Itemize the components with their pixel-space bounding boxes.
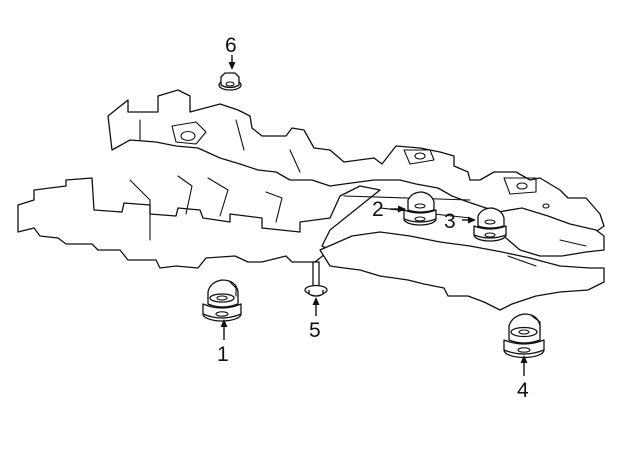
part-6-flange-nut[interactable] — [218, 72, 242, 91]
callout-4[interactable]: 4 — [517, 379, 529, 402]
callout-5[interactable]: 5 — [309, 319, 321, 342]
part-3-body-mount-cushion[interactable] — [473, 207, 507, 242]
body-mount-bushing-icon — [202, 279, 242, 322]
mount-bolt-icon — [304, 261, 328, 297]
body-mount-cushion-icon — [403, 191, 437, 226]
callout-6[interactable]: 6 — [225, 34, 237, 57]
callout-1[interactable]: 1 — [217, 343, 229, 366]
body-mount-cushion-icon — [473, 207, 507, 242]
left-side-rail — [17, 177, 381, 269]
part-4-body-mount-bushing[interactable] — [503, 313, 545, 359]
callout-3[interactable]: 3 — [444, 210, 456, 233]
callout-leaders — [220, 55, 528, 376]
upper-left-frame-section — [107, 89, 605, 237]
part-1-body-mount-bushing[interactable] — [202, 279, 242, 322]
frame-details — [129, 119, 587, 267]
right-side-rail — [319, 231, 605, 311]
callout-labels: 1 2 3 4 5 6 — [217, 34, 529, 402]
part-5-mount-bolt[interactable] — [304, 261, 328, 297]
flange-nut-icon — [218, 72, 242, 91]
vehicle-frame — [17, 89, 605, 311]
body-mount-bushing-icon — [503, 313, 545, 359]
callout-2[interactable]: 2 — [372, 198, 384, 221]
part-2-body-mount-cushion[interactable] — [403, 191, 437, 226]
